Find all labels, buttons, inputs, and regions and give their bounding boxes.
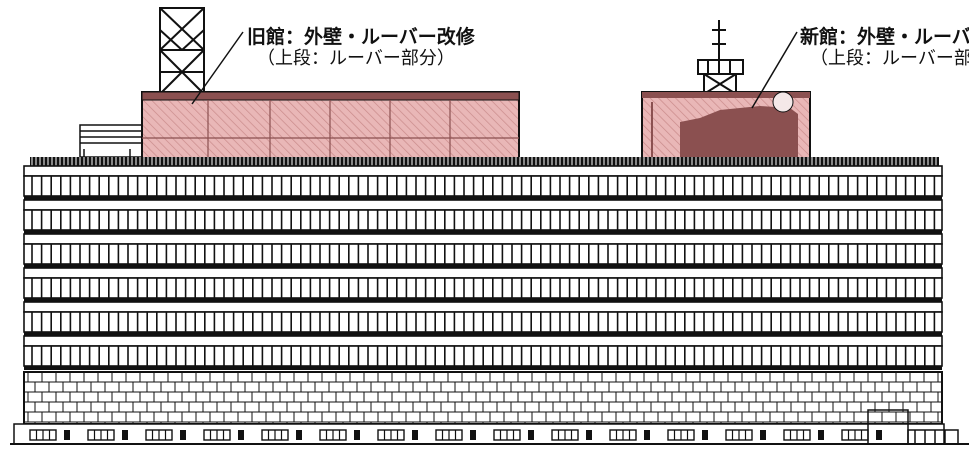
ground-level-openings: [13, 423, 945, 445]
label-old-building: 旧館：外壁・ルーバー改修 （上段：ルーバー部分）: [247, 26, 475, 70]
leader-lines: [191, 31, 798, 109]
rooftop-structure-left: [79, 124, 143, 158]
podium-brick-grid: [24, 372, 942, 424]
old-building-louver-highlight: [141, 91, 520, 161]
new-building-louver-highlight: [641, 91, 811, 161]
parapet-railing-ticks: [31, 157, 937, 166]
label-new-building-sub: （上段：ルーバー部分）: [810, 48, 969, 69]
label-new-building: 新館：外壁・ルーバー改修 （上段：ルーバー部分）: [800, 26, 969, 70]
antenna-tower-new: [697, 20, 744, 95]
podium-wall: [23, 371, 943, 425]
label-old-building-title: 旧館：外壁・ルーバー改修: [247, 26, 475, 48]
antenna-tower-old: [159, 7, 205, 95]
label-old-building-sub: （上段：ルーバー部分）: [257, 48, 455, 69]
label-new-building-title: 新館：外壁・ルーバー改修: [800, 26, 969, 48]
office-floor-bands: [23, 165, 943, 370]
